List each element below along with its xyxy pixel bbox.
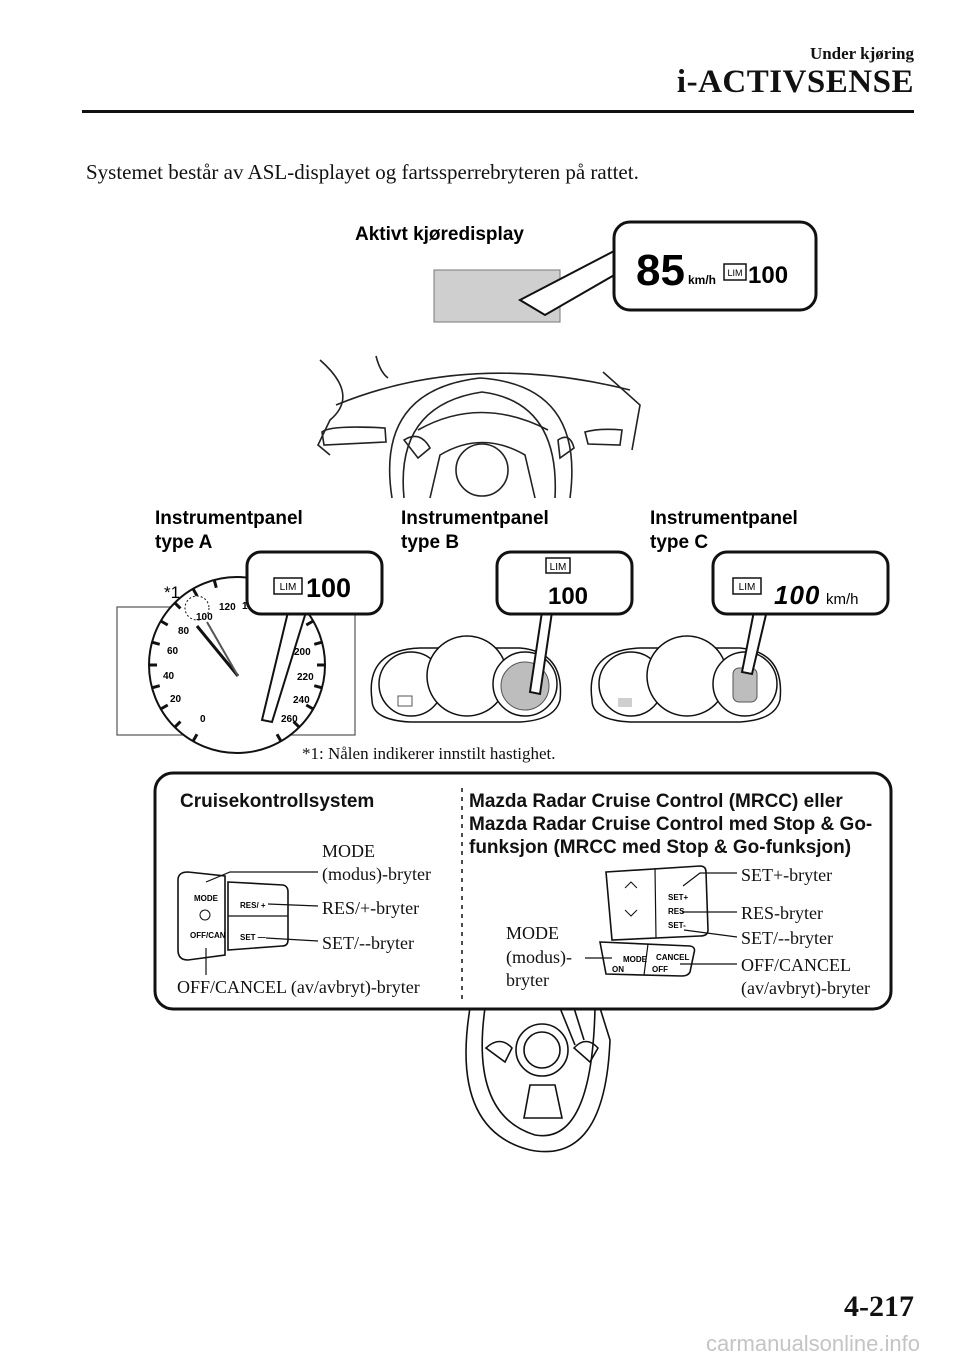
gauge-tick-80: 80 <box>178 626 190 637</box>
page-title: i-ACTIVSENSE <box>676 64 914 100</box>
panel-b-lim: LIM <box>550 562 567 573</box>
left-offcancel-label: OFF/CANCEL (av/avbryt)-bryter <box>177 977 420 997</box>
left-res-label: RES/+-bryter <box>322 898 420 918</box>
switch-box: MODE OFF/CAN RES/ + SET — SET+ RES SET- … <box>153 771 893 1011</box>
sw-setminus-text: SET- <box>668 921 686 930</box>
gauge-tick-mark <box>173 720 182 729</box>
gauge-tick-0: 0 <box>200 714 206 725</box>
mrcc-title-2: Mazda Radar Cruise Control med Stop & Go… <box>469 814 873 835</box>
right-offcancel-label-2: (av/avbryt)-bryter <box>741 978 870 998</box>
gauge-tick-200: 200 <box>294 647 311 658</box>
section-heading: Under kjøring <box>809 44 914 63</box>
panel-a-callout <box>245 550 384 616</box>
gauge-tick-mark <box>305 703 314 711</box>
gauge-tick-40: 40 <box>163 671 175 682</box>
mrcc-switch-drawing: SET+ RES SET- MODE ON CANCEL OFF <box>599 865 709 977</box>
gauge-tick-220: 220 <box>297 672 314 683</box>
gauge-tick-20: 20 <box>170 694 182 705</box>
needle-marker-circle <box>184 595 210 621</box>
sw-setplus-text: SET+ <box>668 893 689 902</box>
right-mode-label-3: bryter <box>506 970 549 990</box>
mrcc-title-3: funksjon (MRCC med Stop & Go-funksjon) <box>469 837 852 858</box>
steering-wheel-lower <box>465 1007 611 1153</box>
panel-a-label-1: Instrumentpanel <box>155 508 303 529</box>
intro-text: Systemet består av ASL-displayet og fart… <box>86 160 639 184</box>
header-rule <box>82 110 914 113</box>
gauge-tick-mark <box>160 703 169 711</box>
cruise-switch-drawing: MODE OFF/CAN RES/ + SET — <box>177 871 289 961</box>
sw-on-text: ON <box>612 965 624 974</box>
gauge-tick-100: 100 <box>196 612 213 623</box>
sw-set-text: SET — <box>240 933 266 942</box>
right-mode-label-2: (modus)- <box>506 947 572 967</box>
panel-c-cluster: LIM 100 km/h <box>590 550 890 723</box>
panel-c-unit: km/h <box>826 591 859 608</box>
panel-b-cluster: LIM 100 <box>370 550 634 723</box>
right-offcancel-label-1: OFF/CANCEL <box>741 955 852 975</box>
panel-a-lim: LIM <box>280 582 297 593</box>
gauge-tick-mark <box>305 619 314 627</box>
hud-unit: km/h <box>688 273 716 287</box>
panel-b-callout <box>495 550 634 616</box>
mrcc-title-1: Mazda Radar Cruise Control (MRCC) eller <box>469 791 843 812</box>
footnote: *1: Nålen indikerer innstilt hastighet. <box>302 744 556 763</box>
gauge-tick-240: 240 <box>293 695 310 706</box>
panel-c-value: 100 <box>774 580 820 610</box>
sw-offcan-text: OFF/CAN <box>190 931 226 940</box>
sw-mode2-text: MODE <box>623 955 648 964</box>
gauge-tick-mark <box>151 684 161 690</box>
right-setplus-label: SET+-bryter <box>741 865 833 885</box>
sw-mode-text: MODE <box>194 894 219 903</box>
gauge-tick-mark <box>173 601 182 610</box>
panel-c-callout <box>711 550 890 616</box>
gauge-tick-mark <box>151 640 161 646</box>
gauge-tick-mark <box>313 684 323 690</box>
left-mode-label-1: MODE <box>322 841 375 861</box>
hud-lim-badge: LIM <box>727 268 742 278</box>
gauge-tick-1: 1 <box>242 601 248 612</box>
gauge-tick-mark <box>191 588 199 597</box>
panel-b-label-1: Instrumentpanel <box>401 508 549 529</box>
right-mode-label-1: MODE <box>506 923 559 943</box>
panel-b-label-2: type B <box>401 532 459 553</box>
panel-c-label-1: Instrumentpanel <box>650 508 798 529</box>
gauge-tick-120: 120 <box>219 602 236 613</box>
footer-watermark[interactable]: carmanualsonline.info <box>705 1331 920 1356</box>
gauge-tick-mark <box>313 640 323 646</box>
hud-callout-box <box>612 220 818 312</box>
gauge-marker: *1 <box>164 583 180 602</box>
right-setminus-label: SET/--bryter <box>741 928 833 948</box>
active-display-label: Aktivt kjøredisplay <box>355 224 524 245</box>
left-mode-label-2: (modus)-bryter <box>322 864 431 884</box>
active-display-group: Aktivt kjøredisplay 85 km/h LIM 100 <box>355 220 818 323</box>
right-res-label: RES-bryter <box>741 903 823 923</box>
sw-res2-text: RES <box>668 907 685 916</box>
panel-c-lim: LIM <box>739 582 756 593</box>
panel-a-value: 100 <box>306 573 351 603</box>
sw-cancel-text: CANCEL <box>656 953 689 962</box>
panel-c-label-2: type C <box>650 532 708 553</box>
panel-a-speedometer: 0 20 40 60 80 100 120 1 200 220 240 260 … <box>116 550 384 754</box>
left-set-label: SET/--bryter <box>322 933 414 953</box>
gauge-needle <box>195 625 240 677</box>
gauge-tick-mark <box>212 579 218 589</box>
gauge-tick-mark <box>275 733 283 742</box>
gauge-tick-260: 260 <box>281 714 298 725</box>
sw-off-text: OFF <box>652 965 668 974</box>
gauge-tick-mark <box>292 720 301 729</box>
page-number: 4-217 <box>844 1290 914 1323</box>
panel-a-label-2: type A <box>155 532 213 553</box>
hud-speed: 85 <box>636 246 685 295</box>
gauge-set-needle <box>206 621 239 677</box>
gauge-tick-mark <box>191 733 199 742</box>
hud-limit: 100 <box>748 262 788 289</box>
gauge-tick-60: 60 <box>167 646 179 657</box>
cruise-title: Cruisekontrollsystem <box>180 791 375 812</box>
dashboard-drawing <box>317 355 641 499</box>
panel-b-value: 100 <box>548 583 588 610</box>
sw-res-text: RES/ + <box>240 901 266 910</box>
gauge-tick-mark <box>160 619 169 627</box>
